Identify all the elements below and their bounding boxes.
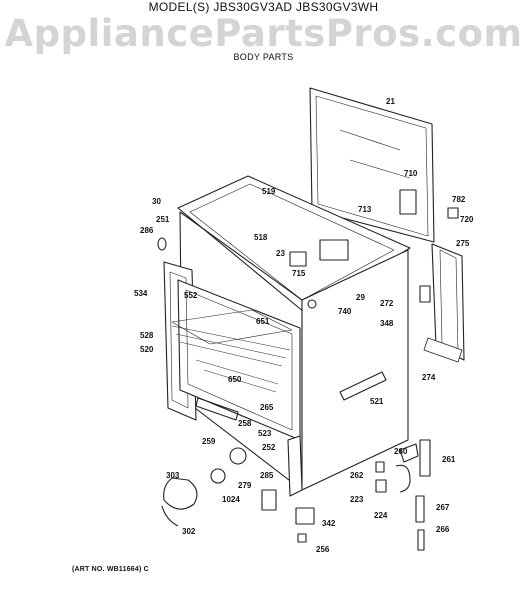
part-label: 740 xyxy=(338,307,352,316)
part-label: 267 xyxy=(436,503,450,512)
part-label: 266 xyxy=(436,525,450,534)
part-label: 279 xyxy=(238,481,252,490)
part-label: 534 xyxy=(134,289,148,298)
part-label: 256 xyxy=(316,545,330,554)
side-label-bracket-drawing xyxy=(339,371,387,401)
part-label: 252 xyxy=(262,443,276,452)
part-label: 258 xyxy=(238,419,252,428)
part-label: 715 xyxy=(292,269,306,278)
part-label: 274 xyxy=(422,373,436,382)
part-label: 265 xyxy=(260,403,274,412)
part-label: 782 xyxy=(452,195,466,204)
bottom-brackets-drawing xyxy=(195,397,419,497)
part-label: 29 xyxy=(356,293,365,302)
part-label: 272 xyxy=(380,299,394,308)
part-label: 518 xyxy=(254,233,268,242)
small-parts-drawing xyxy=(157,189,459,551)
part-label: 30 xyxy=(152,197,161,206)
side-panel-drawing xyxy=(423,243,465,363)
part-label: 713 xyxy=(358,205,372,214)
part-label: 650 xyxy=(228,375,242,384)
part-label: 286 xyxy=(140,226,154,235)
part-label: 348 xyxy=(380,319,394,328)
part-number-labels: 21 710 782 720 713 275 30 519 251 286 51… xyxy=(134,97,474,554)
part-label: 1024 xyxy=(222,495,240,504)
part-label: 251 xyxy=(156,215,170,224)
part-label: 342 xyxy=(322,519,336,528)
part-label: 259 xyxy=(202,437,216,446)
part-label: 285 xyxy=(260,471,274,480)
part-label: 223 xyxy=(350,495,364,504)
part-label: 261 xyxy=(442,455,456,464)
part-label: 303 xyxy=(166,471,180,480)
part-label: 21 xyxy=(386,97,395,106)
part-label: 519 xyxy=(262,187,276,196)
part-label: 710 xyxy=(404,169,418,178)
part-label: 523 xyxy=(258,429,272,438)
part-label: 302 xyxy=(182,527,196,536)
part-label: 528 xyxy=(140,331,154,340)
part-label: 720 xyxy=(460,215,474,224)
part-label: 224 xyxy=(374,511,388,520)
model-title: MODEL(S) JBS30GV3AD JBS30GV3WH xyxy=(148,0,379,14)
section-title: BODY PARTS xyxy=(233,52,294,62)
part-label: 262 xyxy=(350,471,364,480)
cabinet-frame-drawing xyxy=(177,175,411,491)
art-number: (ART NO. WB11664) C xyxy=(72,566,149,573)
part-label: 23 xyxy=(276,249,285,258)
part-label: 552 xyxy=(184,291,198,300)
part-label: 520 xyxy=(140,345,154,354)
part-label: 651 xyxy=(256,317,270,326)
part-label: 521 xyxy=(370,397,384,406)
part-label: 260 xyxy=(394,447,408,456)
part-label: 275 xyxy=(456,239,470,248)
